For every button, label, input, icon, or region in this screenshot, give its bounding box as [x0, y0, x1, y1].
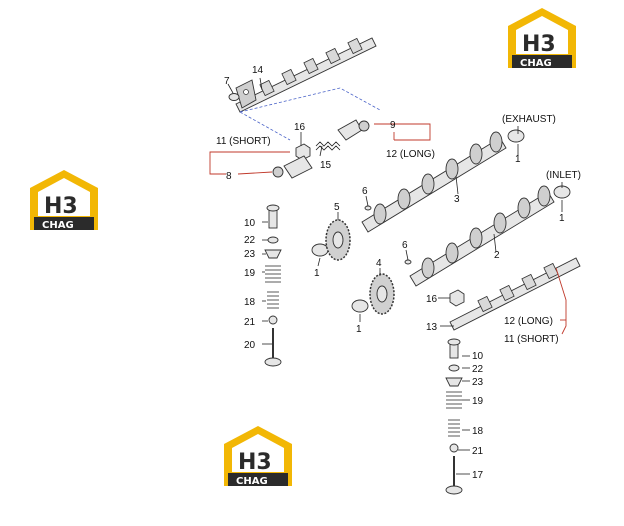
spring-15: [315, 141, 341, 151]
pin-6-lower: [404, 259, 412, 265]
nut-16-lower: [449, 289, 465, 307]
sprocket-4: [369, 273, 395, 315]
leader-bracket-lower-right: [555, 267, 567, 335]
callout-22-left: 22: [244, 235, 256, 246]
callout-15: 15: [320, 160, 332, 171]
watermark-logo-left: H3 CHAG: [30, 170, 98, 231]
callout-7: 7: [224, 76, 230, 87]
callout-3: 3: [454, 194, 460, 205]
rocker-arm-11-short-upper: [272, 155, 313, 179]
watermark-small-text: CHAG: [520, 58, 552, 69]
watermark-small-text: CHAG: [42, 220, 74, 231]
callout-18-left: 18: [244, 297, 256, 308]
watermark-big-text: H3: [44, 194, 78, 219]
callout-11-short-lower: 11 (SHORT): [504, 334, 559, 345]
cap-1-left: [311, 243, 329, 257]
callout-1-exhaust: 1: [515, 154, 521, 165]
camshaft-inlet-2: [409, 185, 555, 287]
rocker-arm-12-long-upper: [337, 119, 370, 141]
callout-17: 17: [472, 470, 484, 481]
watermark-big-text: H3: [522, 32, 556, 57]
callout-10-left: 10: [244, 218, 256, 229]
assembly-guide-line: [239, 111, 291, 141]
callout-12-long-lower: 12 (LONG): [504, 316, 553, 327]
assembly-guide-line: [239, 87, 381, 113]
callout-6-upper: 6: [362, 186, 368, 197]
pin-7: [227, 83, 240, 101]
callout-exhaust: (EXHAUST): [502, 114, 556, 125]
watermark-logo-bottom: H3 CHAG: [224, 426, 292, 487]
callout-16-lower: 16: [426, 294, 438, 305]
rocker-shaft-upper: [235, 37, 377, 113]
callout-23-left: 23: [244, 249, 256, 260]
callout-16-upper: 16: [294, 122, 306, 133]
watermark-logo-top-right: H3 CHAG: [508, 8, 576, 69]
cap-1-exhaust: [507, 129, 525, 143]
callout-1-inlet: 1: [559, 213, 565, 224]
callout-labels: 14 7 16 9 11 (SHORT) 12 (LONG) 15 8 (EXH…: [216, 65, 581, 481]
callout-22-right: 22: [472, 364, 484, 375]
cap-1-lower: [351, 299, 369, 313]
sprocket-5: [325, 219, 351, 261]
callout-19-right: 19: [472, 396, 484, 407]
callout-19-left: 19: [244, 268, 256, 279]
callout-12-long-upper: 12 (LONG): [386, 149, 435, 160]
valve-train-right: [445, 338, 463, 495]
callout-20: 20: [244, 340, 256, 351]
callout-10-right: 10: [472, 351, 484, 362]
camshaft-exhaust-3: [361, 131, 507, 233]
callout-11-short-upper: 11 (SHORT): [216, 136, 271, 147]
callout-13: 13: [426, 322, 438, 333]
callout-4: 4: [376, 258, 382, 269]
callout-inlet: (INLET): [546, 170, 581, 181]
callout-1-left: 1: [314, 268, 320, 279]
leader-bracket-upper-right: [374, 123, 431, 141]
watermark-big-text: H3: [238, 450, 272, 475]
pin-6-upper: [364, 205, 372, 211]
valve-train-left: [264, 204, 282, 367]
nut-16-upper: [295, 143, 311, 161]
callout-2: 2: [494, 250, 500, 261]
callout-21-right: 21: [472, 446, 484, 457]
callout-9: 9: [390, 120, 396, 131]
callout-14: 14: [252, 65, 264, 76]
callout-1-lower: 1: [356, 324, 362, 335]
callout-8: 8: [226, 171, 232, 182]
leader-bracket-upper-left: [209, 151, 290, 175]
watermark-small-text: CHAG: [236, 476, 268, 487]
callout-6-lower: 6: [402, 240, 408, 251]
callout-18-right: 18: [472, 426, 484, 437]
callout-23-right: 23: [472, 377, 484, 388]
callout-21-left: 21: [244, 317, 256, 328]
callout-5: 5: [334, 202, 340, 213]
leader-lines: [259, 77, 563, 475]
rocker-shaft-lower: [449, 257, 581, 331]
